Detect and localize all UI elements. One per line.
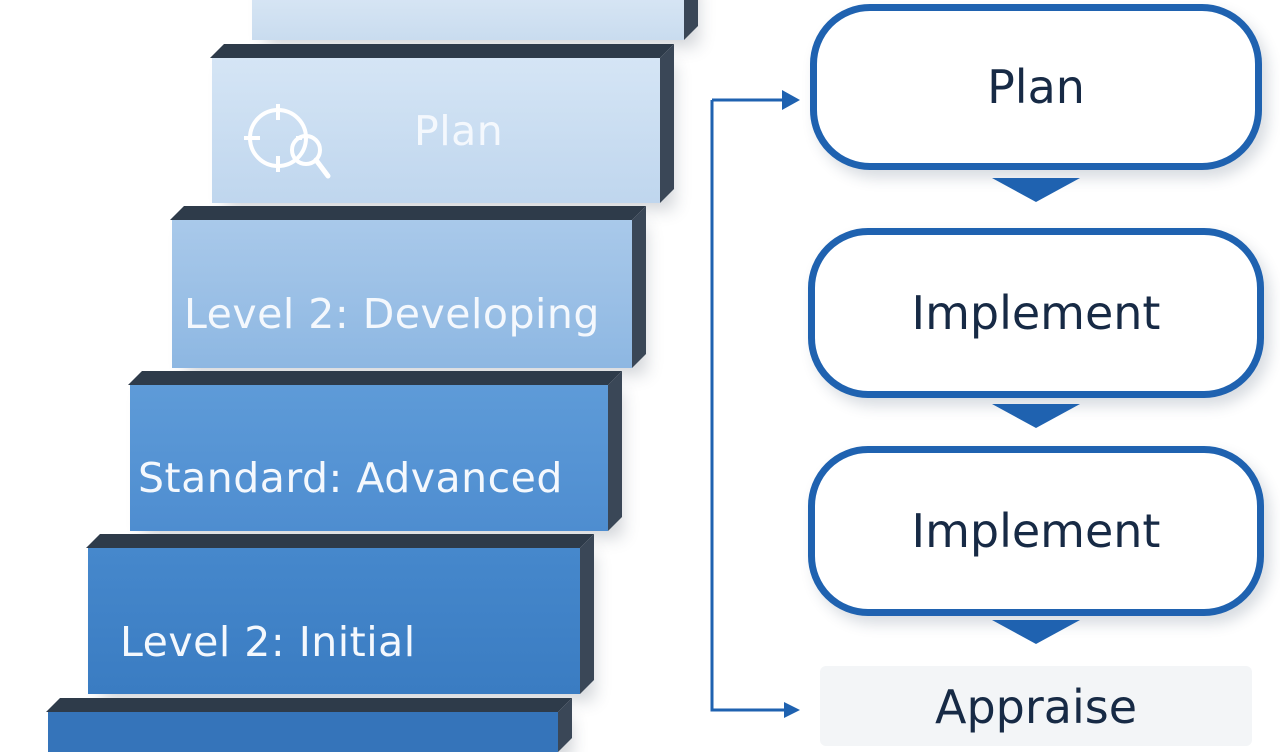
process-box-label: Implement (911, 504, 1161, 558)
stair-step-developing: Level 2: Developing (172, 220, 632, 368)
stair-step-label: Plan (414, 106, 504, 155)
flow-arrow-down (992, 178, 1080, 202)
target-search-icon (244, 100, 334, 194)
stair-step-plan: Plan (212, 58, 660, 203)
flow-arrow-down (992, 404, 1080, 428)
process-box-label: Implement (911, 286, 1161, 340)
stair-step-label: Level 2: Developing (184, 290, 600, 338)
process-box-implement: Implement (808, 228, 1264, 398)
process-box-appraise: Appraise (820, 666, 1252, 746)
stair-step-initial: Level 2: Initial (88, 548, 580, 694)
process-box-implement-2: Implement (808, 446, 1264, 616)
stair-step-advanced: Standard: Advanced (130, 385, 608, 531)
process-box-label: Appraise (934, 680, 1137, 734)
stair-step-label: Level 2: Initial (120, 618, 416, 666)
flow-arrow-down (992, 620, 1080, 644)
stair-step-top (252, 0, 684, 40)
connector-arrows (710, 90, 800, 718)
stair-step-label: Standard: Advanced (138, 454, 563, 502)
process-box-label: Plan (987, 60, 1085, 114)
process-box-plan: Plan (810, 4, 1262, 170)
stair-step-bottom (48, 712, 558, 752)
